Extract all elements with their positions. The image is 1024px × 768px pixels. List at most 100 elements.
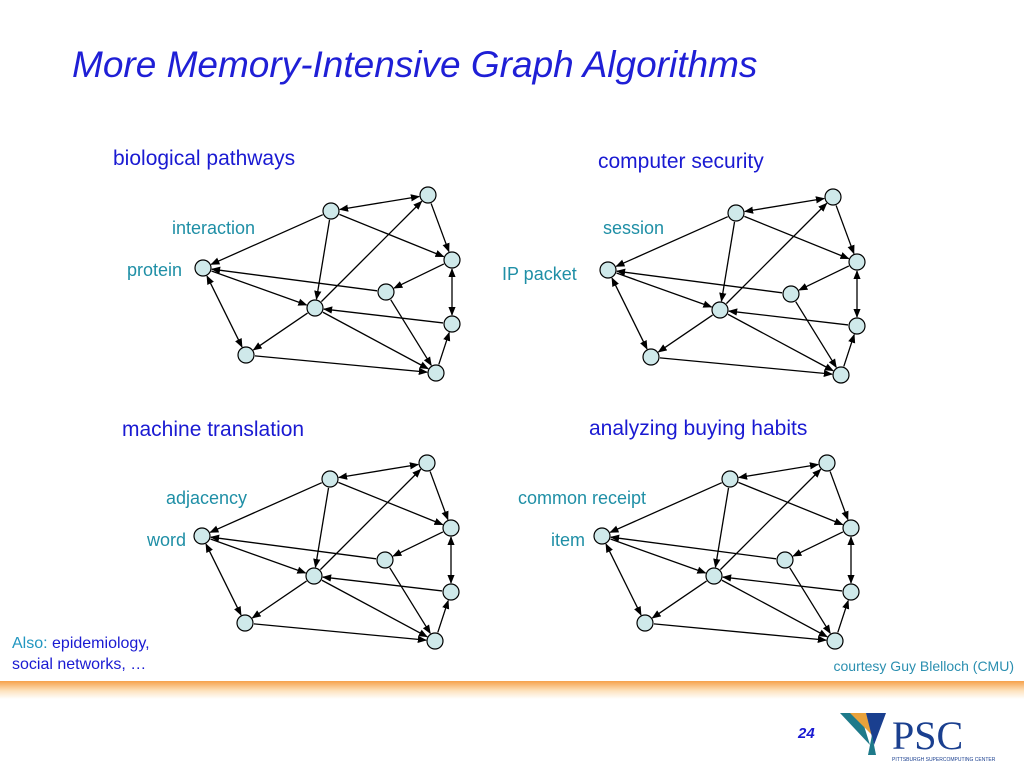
graph-edge	[253, 623, 427, 644]
graph-edge	[610, 538, 707, 574]
graph-edge	[211, 266, 378, 292]
graph-node	[443, 251, 461, 269]
graph-node	[442, 519, 460, 537]
graph-edge	[392, 531, 444, 557]
graph-edge	[722, 574, 843, 592]
slide-title: More Memory-Intensive Graph Algorithms	[72, 44, 758, 85]
graph-0	[194, 186, 461, 382]
node-label-biological: protein	[127, 260, 183, 280]
graph-edge	[713, 487, 730, 569]
graph-edge	[210, 538, 307, 574]
graph-node	[193, 527, 211, 545]
graph-edge	[795, 301, 837, 369]
graph-node	[721, 470, 739, 488]
graph-edge	[430, 203, 450, 253]
graph-edge	[835, 205, 855, 255]
graph-edge	[798, 265, 850, 291]
graph-edge	[322, 311, 429, 370]
graph-node	[826, 632, 844, 650]
graph-edge	[314, 219, 331, 301]
graph-edge	[727, 313, 834, 372]
graph-node	[426, 632, 444, 650]
graph-edge	[313, 487, 330, 569]
graph-edge	[789, 567, 831, 635]
graph-node	[236, 614, 254, 632]
graph-edge	[837, 599, 850, 633]
graph-node	[848, 317, 866, 335]
graph-node	[443, 315, 461, 333]
graph-3	[593, 454, 860, 650]
graph-edge	[843, 333, 856, 367]
graph-edge	[323, 306, 444, 324]
graph-node	[636, 614, 654, 632]
graph-edge	[321, 579, 428, 638]
graph-edge	[744, 215, 850, 260]
graph-edge	[725, 202, 828, 305]
graph-node	[321, 470, 339, 488]
graph-edge	[429, 471, 449, 521]
graph-edge	[719, 221, 736, 303]
graph-node	[642, 348, 660, 366]
page-number: 24	[798, 725, 815, 742]
graph-edge	[721, 579, 828, 638]
graph-edge	[210, 214, 324, 265]
graph-node	[237, 346, 255, 364]
graph-node	[419, 186, 437, 204]
graph-edge	[616, 268, 783, 294]
graph-edge	[206, 275, 243, 348]
graph-edge	[210, 534, 377, 560]
graph-node	[776, 551, 794, 569]
graph-edge	[390, 299, 432, 367]
panel-title-translation: machine translation	[122, 418, 305, 441]
psc-logo-mark	[840, 713, 886, 755]
also-line2: social networks, …	[12, 656, 147, 673]
graph-edge	[338, 481, 444, 526]
psc-logo-text: PSC	[892, 713, 963, 758]
graph-edge	[611, 277, 648, 350]
graph-edge	[605, 543, 642, 616]
graph-edge	[251, 580, 307, 619]
graph-edge	[743, 196, 826, 214]
graph-node	[418, 454, 436, 472]
graph-node	[376, 551, 394, 569]
graph-edge	[651, 580, 707, 619]
edge-label-buying: common receipt	[518, 488, 647, 508]
graph-edge	[437, 599, 450, 633]
node-label-buying: item	[551, 530, 586, 550]
graph-edge	[738, 481, 844, 526]
graph-node	[427, 364, 445, 382]
graph-node	[848, 253, 866, 271]
graph-edge	[209, 482, 323, 533]
edge-label-security: session	[603, 218, 665, 238]
graph-edge	[337, 462, 420, 480]
graph-node	[442, 583, 460, 601]
graph-edge	[659, 357, 833, 378]
graph-node	[711, 301, 729, 319]
graph-edge	[319, 468, 422, 571]
graph-1	[599, 188, 866, 384]
graph-node	[306, 299, 324, 317]
panel-title-biological: biological pathways	[113, 147, 296, 170]
graph-edge	[609, 482, 723, 533]
graph-edge	[792, 531, 844, 557]
graph-edge	[338, 194, 421, 212]
graph-edge	[320, 200, 423, 303]
panel-title-buying: analyzing buying habits	[589, 417, 808, 440]
graph-edge	[254, 355, 428, 376]
graph-edge	[205, 543, 242, 616]
graph-edge	[610, 534, 777, 560]
graph-edge	[389, 567, 431, 635]
node-label-translation: word	[147, 530, 187, 550]
graph-node	[818, 454, 836, 472]
graph-node	[377, 283, 395, 301]
courtesy-credit: courtesy Guy Blelloch (CMU)	[833, 658, 1015, 674]
graph-edge	[322, 574, 443, 592]
edge-label-biological: interaction	[172, 218, 256, 238]
graph-node	[727, 204, 745, 222]
graph-2	[193, 454, 460, 650]
graph-edge	[438, 331, 451, 365]
node-label-security: IP packet	[502, 264, 577, 284]
graph-node	[705, 567, 723, 585]
psc-logo-subtitle: PITTSBURGH SUPERCOMPUTING CENTER	[892, 757, 996, 763]
graph-edge	[829, 471, 849, 521]
